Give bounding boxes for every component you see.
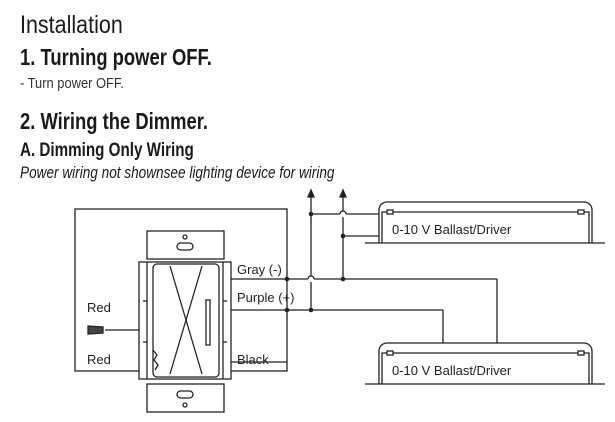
red-wire-label-top: Red xyxy=(87,300,111,315)
ballast-bottom-label: 0-10 V Ballast/Driver xyxy=(392,363,512,378)
ballast-top xyxy=(365,201,605,244)
gray-wire-label: Gray (-) xyxy=(237,262,282,277)
wires xyxy=(87,188,498,363)
arrow-up-icon xyxy=(307,188,347,198)
step2-subtitle: A. Dimming Only Wiring xyxy=(20,140,194,161)
step1-text: - Turn power OFF. xyxy=(20,75,124,92)
red-wire-label-bottom: Red xyxy=(87,352,111,367)
wire-nut-icon xyxy=(87,325,104,335)
step2-title: 2. Wiring the Dimmer. xyxy=(20,108,208,134)
ballast-bottom xyxy=(365,342,605,385)
page-heading: Installation xyxy=(20,11,123,39)
black-wire-label: Black xyxy=(237,352,269,367)
step1-title: 1. Turning power OFF. xyxy=(20,44,212,70)
dimmer-switch xyxy=(138,230,232,413)
wiring-note: Power wiring not shownsee lighting devic… xyxy=(20,163,335,182)
purple-wire-label: Purple (+) xyxy=(237,290,294,305)
ballast-top-label: 0-10 V Ballast/Driver xyxy=(392,222,512,237)
